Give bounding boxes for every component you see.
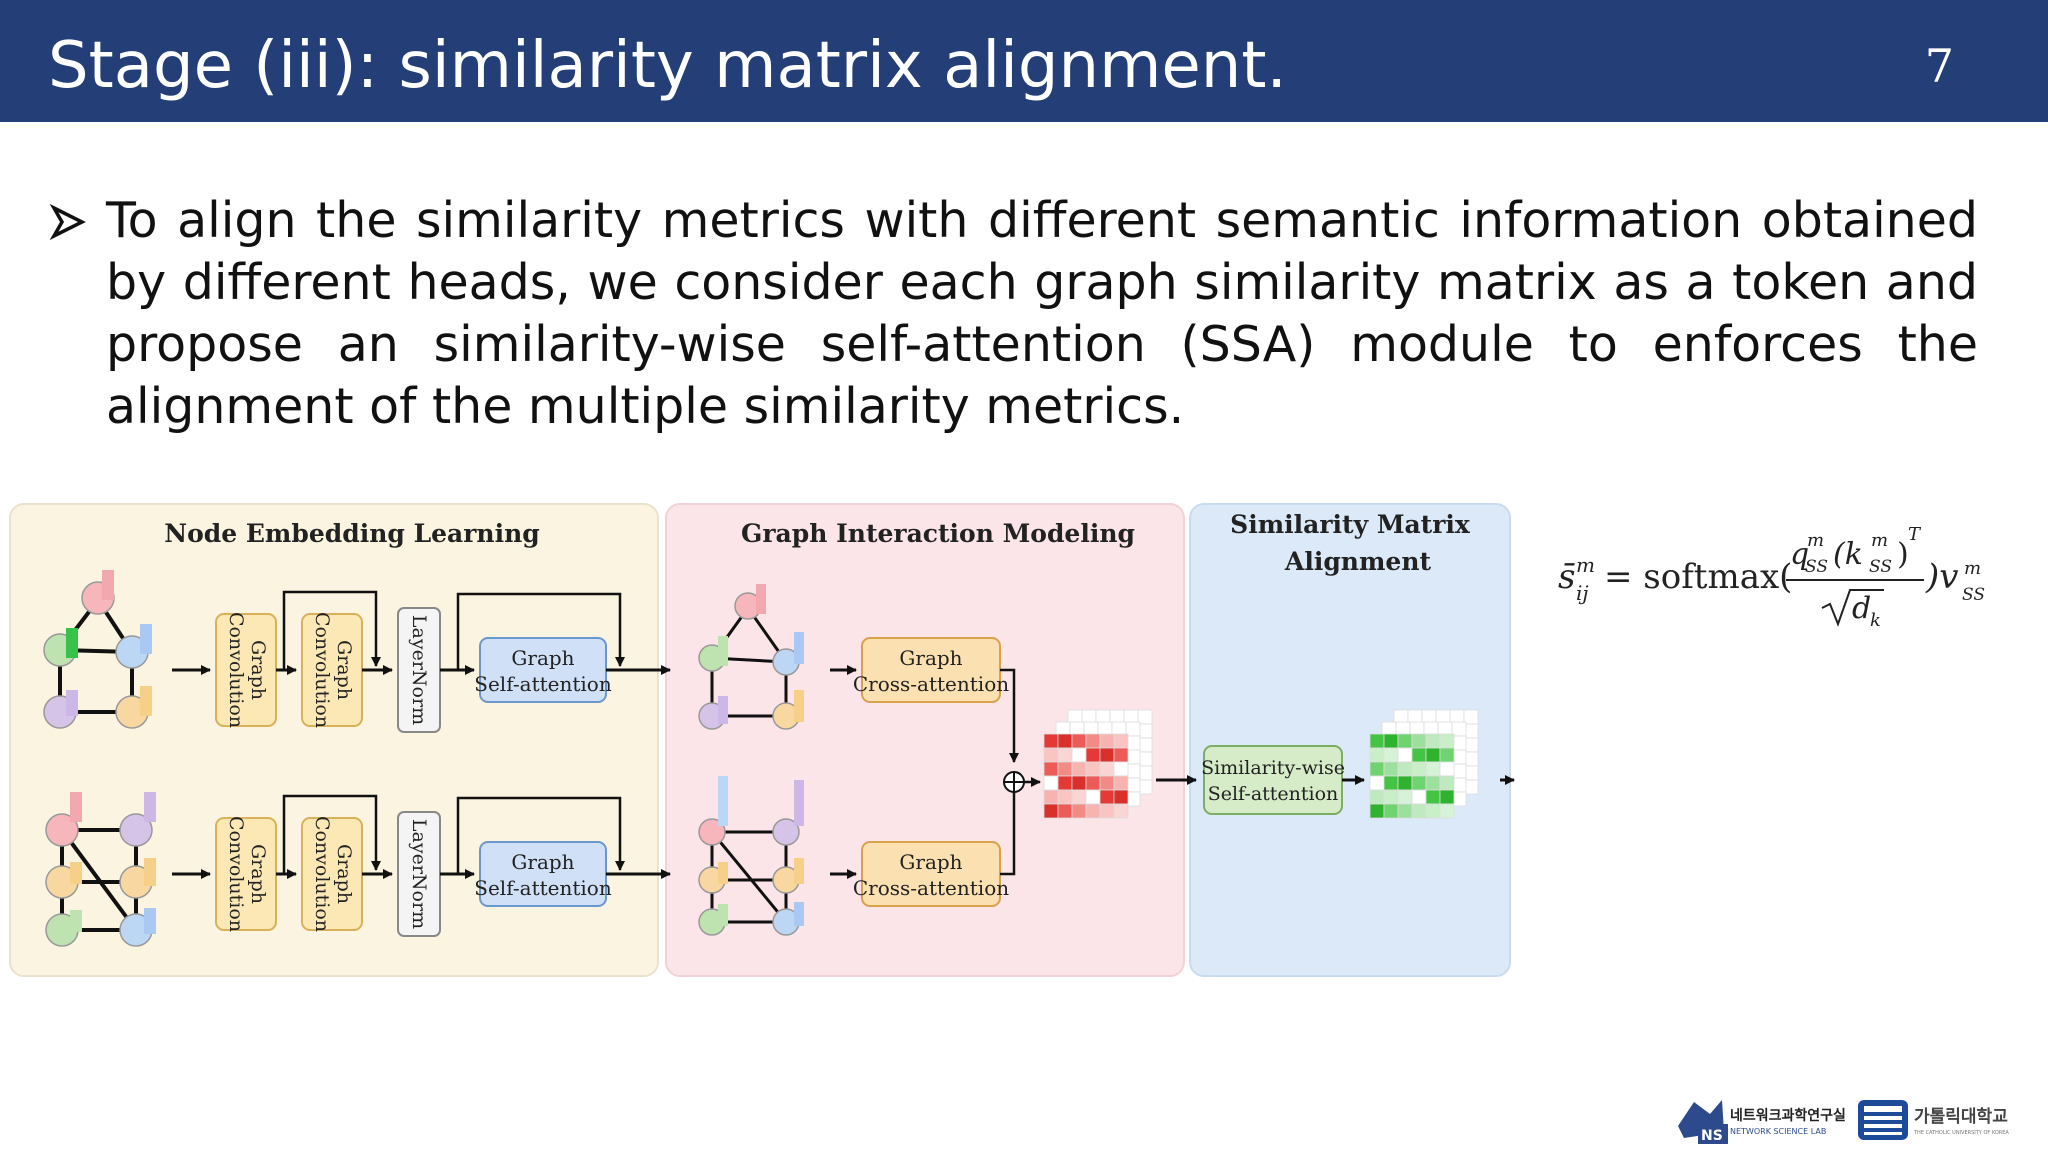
svg-text:Convolution: Convolution	[225, 612, 247, 728]
svg-text:네트워크과학연구실: 네트워크과학연구실	[1730, 1108, 1846, 1124]
network-science-lab-logo: NS 네트워크과학연구실 NETWORK SCIENCE LAB	[1678, 1100, 1846, 1144]
panel-similarity-alignment	[1189, 503, 1511, 977]
graph-cross-attention-block: Graph Cross-attention	[853, 841, 1009, 907]
svg-text:= softmax(: = softmax(	[1604, 557, 1792, 597]
svg-text:LayerNorm: LayerNorm	[408, 615, 430, 725]
svg-text:가톨릭대학교: 가톨릭대학교	[1914, 1107, 2008, 1127]
svg-text:ij: ij	[1576, 581, 1589, 605]
similarity-wise-self-attention-block: Similarity-wise Self-attention	[1201, 745, 1345, 815]
graph-icon	[45, 792, 156, 947]
svg-text:Convolution: Convolution	[311, 816, 333, 932]
footer-logos: NS 네트워크과학연구실 NETWORK SCIENCE LAB 가톨릭대학교 …	[1678, 1100, 2009, 1144]
panel-title-node: Node Embedding Learning	[164, 519, 540, 548]
svg-text:Self-attention: Self-attention	[474, 876, 612, 900]
svg-text:Graph: Graph	[899, 646, 962, 670]
svg-text:Graph: Graph	[333, 640, 355, 700]
architecture-diagram: Node Embedding Learning Graph Interactio…	[9, 503, 1515, 977]
svg-text:Similarity-wise: Similarity-wise	[1201, 757, 1345, 779]
svg-text:Graph: Graph	[247, 640, 269, 700]
graph-convolution-block: Graph Convolution	[215, 816, 277, 932]
panel-title-interaction: Graph Interaction Modeling	[741, 519, 1135, 548]
svg-text:Cross-attention: Cross-attention	[853, 876, 1009, 900]
bullet-item: To align the similarity metrics with dif…	[48, 190, 1978, 438]
svg-text:Self-attention: Self-attention	[474, 672, 612, 696]
graph-icon	[698, 584, 804, 730]
svg-text:m: m	[1576, 553, 1595, 577]
svg-text:Graph: Graph	[333, 844, 355, 904]
svg-text:m: m	[1871, 530, 1888, 551]
graph-convolution-block: Graph Convolution	[301, 816, 363, 932]
title-bar: Stage (iii): similarity matrix alignment…	[0, 0, 2048, 122]
svg-text:T: T	[1908, 524, 1922, 545]
svg-text:SS: SS	[1805, 557, 1828, 577]
svg-text:LayerNorm: LayerNorm	[408, 819, 430, 929]
svg-text:(k: (k	[1833, 537, 1863, 572]
svg-text:Self-attention: Self-attention	[1208, 783, 1339, 805]
panel-title-alignment-2: Alignment	[1284, 547, 1432, 576]
graph-self-attention-block: Graph Self-attention	[474, 637, 612, 703]
slide-title: Stage (iii): similarity matrix alignment…	[48, 29, 1287, 103]
svg-text:SS: SS	[1962, 585, 1985, 605]
layernorm-block: LayerNorm	[397, 811, 441, 937]
svg-text:THE CATHOLIC UNIVERSITY OF KOR: THE CATHOLIC UNIVERSITY OF KOREA	[1913, 1130, 2009, 1136]
plus-circle-icon	[1003, 771, 1025, 793]
svg-text:Graph: Graph	[511, 646, 574, 670]
svg-text:Graph: Graph	[247, 844, 269, 904]
graph-icon	[43, 570, 152, 729]
svg-text:NS: NS	[1701, 1128, 1723, 1144]
heatmap-icon	[1043, 709, 1153, 819]
arrow-bullet-icon	[49, 203, 86, 241]
layernorm-block: LayerNorm	[397, 607, 441, 733]
svg-text:Cross-attention: Cross-attention	[853, 672, 1009, 696]
svg-text:): )	[1897, 537, 1909, 572]
graph-convolution-block: Graph Convolution	[215, 612, 277, 728]
svg-text:)v: )v	[1925, 557, 1958, 597]
svg-text:SS: SS	[1869, 557, 1892, 577]
page-number: 7	[1924, 39, 1954, 93]
svg-text:Graph: Graph	[899, 850, 962, 874]
svg-text:d: d	[1852, 591, 1871, 626]
svg-text:m: m	[1964, 558, 1981, 579]
attention-formula: s̄ m ij = softmax( q m SS (k m SS ) T d …	[1558, 524, 1985, 631]
svg-text:q: q	[1790, 537, 1809, 572]
svg-text:s̄: s̄	[1558, 557, 1575, 597]
heatmap-icon	[1369, 709, 1479, 819]
panel-title-alignment-1: Similarity Matrix	[1230, 510, 1471, 539]
catholic-university-logo: 가톨릭대학교 THE CATHOLIC UNIVERSITY OF KOREA	[1858, 1100, 2009, 1140]
graph-cross-attention-block: Graph Cross-attention	[853, 637, 1009, 703]
graph-icon	[698, 776, 804, 936]
svg-text:k: k	[1870, 610, 1881, 631]
bullet-text: To align the similarity metrics with dif…	[106, 192, 1978, 435]
svg-text:m: m	[1807, 530, 1824, 551]
svg-text:Convolution: Convolution	[225, 816, 247, 932]
graph-convolution-block: Graph Convolution	[301, 612, 363, 728]
svg-text:Graph: Graph	[511, 850, 574, 874]
graph-self-attention-block: Graph Self-attention	[474, 841, 612, 907]
svg-text:Convolution: Convolution	[311, 612, 333, 728]
svg-text:NETWORK SCIENCE LAB: NETWORK SCIENCE LAB	[1730, 1127, 1826, 1136]
